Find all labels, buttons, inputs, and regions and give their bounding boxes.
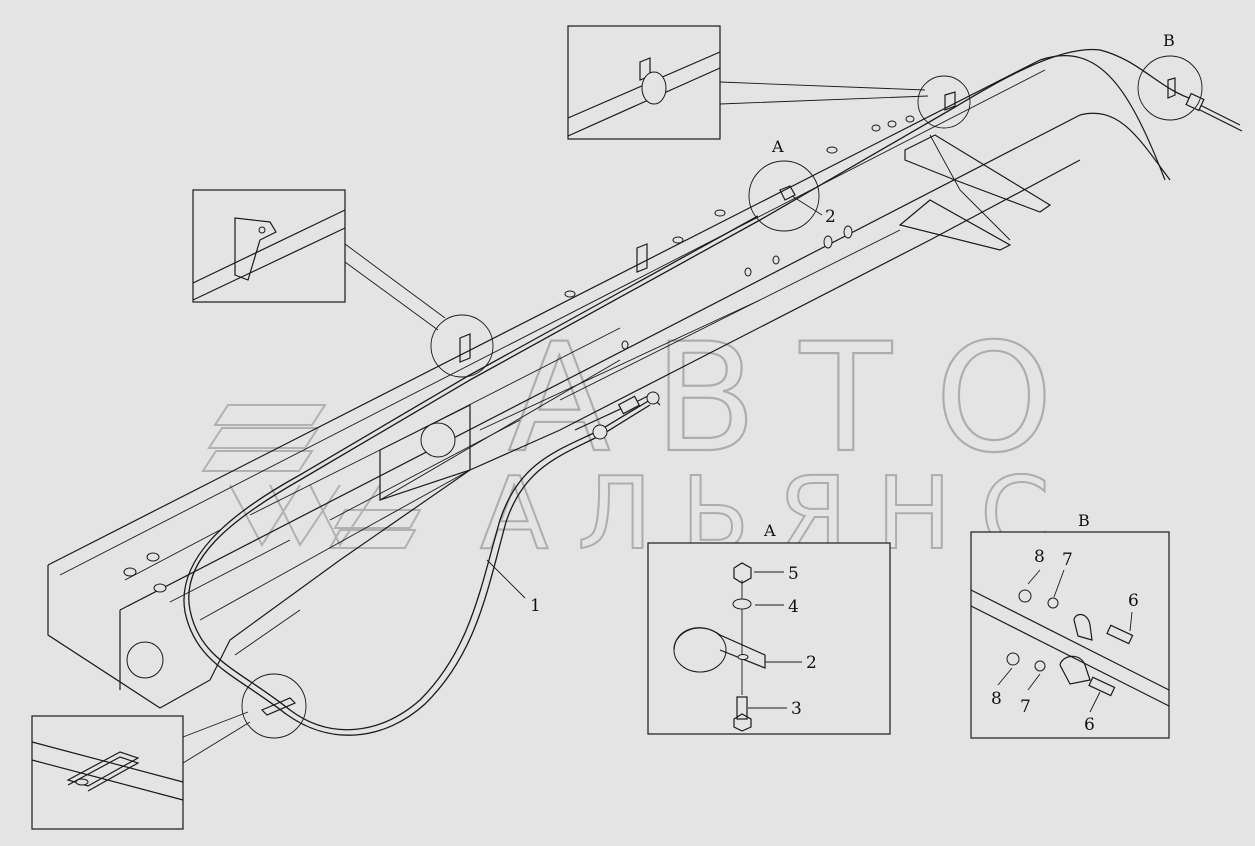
brake-cable [183,48,1243,736]
view-label-b: B [1163,31,1175,50]
callout-cable: 1 [530,596,541,616]
detail-a-callout-nut: 5 [788,564,799,584]
labels: A B 2 1 A 5 4 2 3 B 8 7 6 8 7 6 [530,31,1175,735]
callout-leaders [486,195,823,599]
inset-left [192,189,346,303]
detail-circles [241,55,1203,739]
detail-b-callout-nut-upper: 8 [1034,547,1045,567]
detail-a-title: A [763,521,776,540]
detail-a [647,542,891,735]
inset-leaders [182,81,929,764]
detail-b-callout-bolt-lower: 6 [1084,715,1095,735]
detail-b [970,531,1170,739]
detail-b-callout-washer-lower: 7 [1020,697,1031,717]
detail-b-callout-nut-lower: 8 [991,689,1002,709]
view-label-a: A [771,137,784,156]
inset-bottom [31,715,184,830]
watermark: АВТО АЛЬЯНС [201,311,1054,573]
callout-clamp-main: 2 [825,207,836,227]
rail-holes [123,115,915,593]
detail-a-callout-washer: 4 [788,597,799,617]
rail-clamps [260,77,1176,716]
frame-rail [47,55,1171,709]
detail-a-callout-bolt: 3 [791,699,802,719]
detail-a-callout-clamp: 2 [806,653,817,673]
detail-b-callout-bolt-upper: 6 [1128,591,1139,611]
detail-b-callout-washer-upper: 7 [1062,550,1073,570]
detail-b-title: B [1078,511,1090,530]
inset-top [567,25,721,140]
watermark-logo-icon [201,404,422,549]
